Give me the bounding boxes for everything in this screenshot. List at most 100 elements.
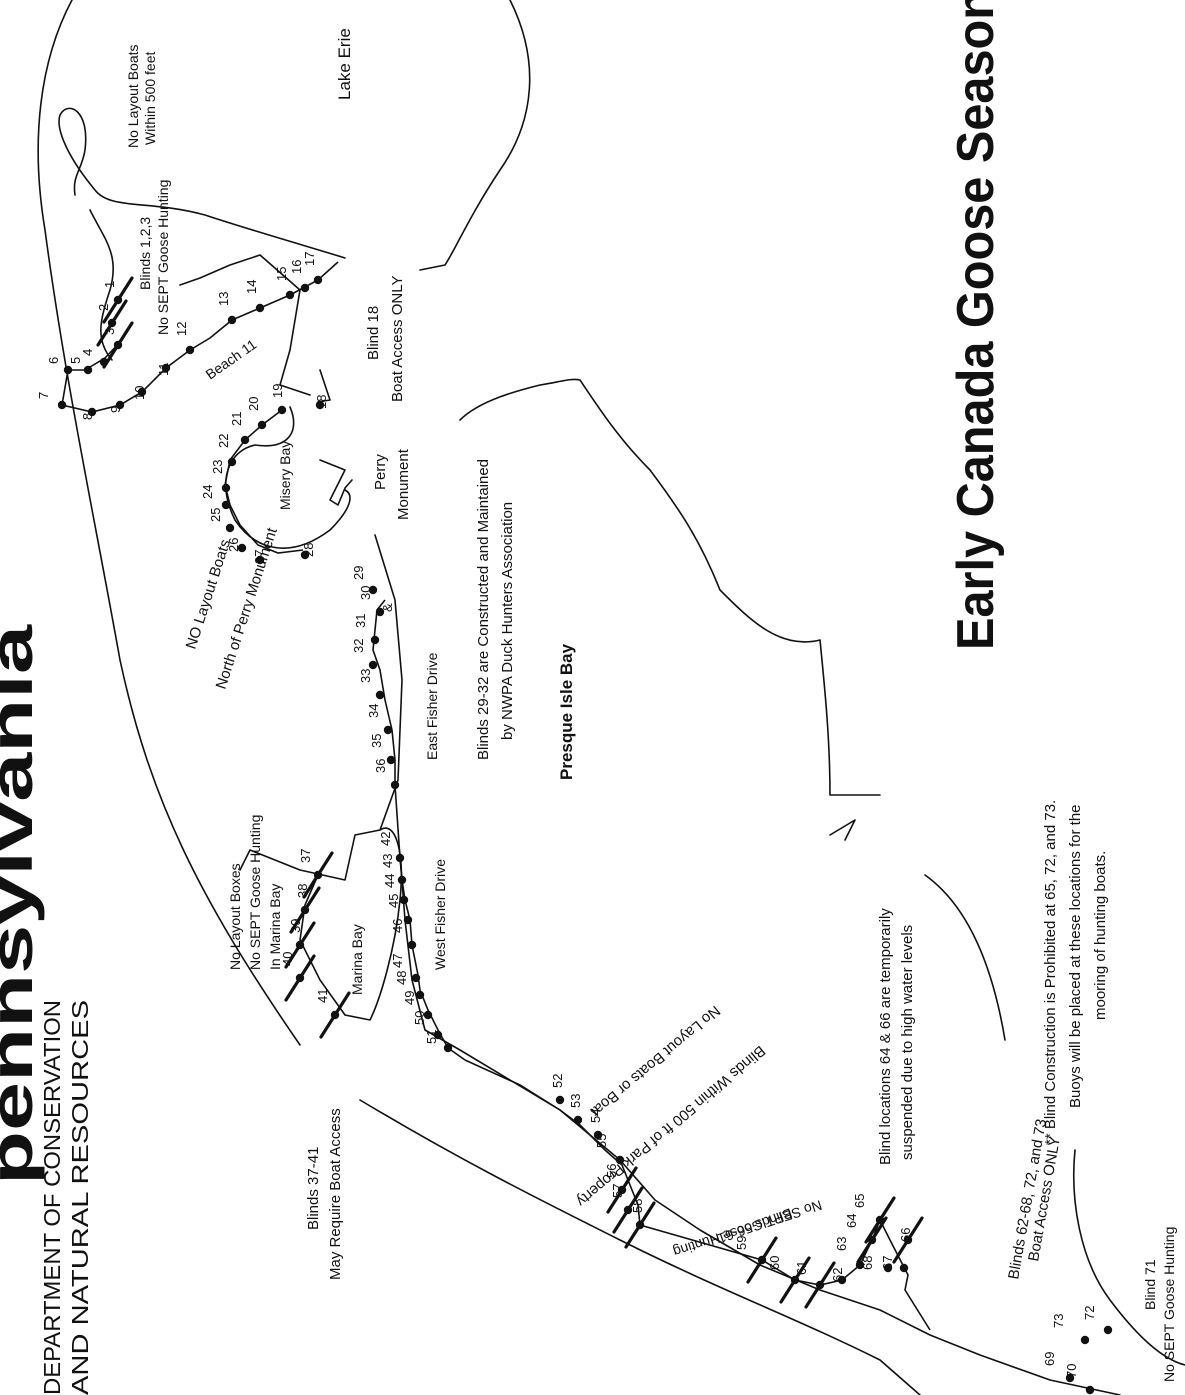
- blind-52-label: 52: [550, 1074, 565, 1088]
- peninsula-outer-shoreline: [37, 0, 301, 1046]
- blind-43-label: 43: [380, 854, 395, 868]
- map-notes: No Layout Boats Within 500 feet Blinds 1…: [125, 44, 1177, 1382]
- blind-1-label: 1: [102, 281, 117, 288]
- footnote-line-2: Buoys will be placed at these locations …: [1067, 804, 1084, 1108]
- blind-chains: [61, 261, 931, 1331]
- blind-8-marker: [87, 407, 97, 417]
- blind-2-label: 2: [96, 304, 111, 311]
- blind-21-marker: [240, 435, 250, 445]
- blind-29-label: 29: [351, 566, 366, 580]
- blind-50-marker: [433, 1030, 443, 1040]
- blind-12-marker: [185, 345, 195, 355]
- blind-26-marker: [237, 543, 247, 553]
- blind-54-label: 54: [588, 1109, 603, 1123]
- blind-45-label: 45: [386, 894, 401, 908]
- note-blinds-64-66-1: Blind locations 64 & 66 are temporarily: [877, 908, 894, 1165]
- blind-16-label: 16: [289, 260, 304, 274]
- blind-51-label: 51: [424, 1030, 439, 1044]
- blind-1-strike: [102, 276, 134, 324]
- blind-24-marker: [221, 500, 231, 510]
- dept-line-2: AND NATURAL RESOURCES: [67, 1000, 93, 1395]
- blind-33-marker: [375, 690, 385, 700]
- blind-28-marker: [300, 550, 310, 560]
- blind-51-marker: [443, 1043, 453, 1053]
- blind-57-strike: [612, 1186, 644, 1234]
- blind-14-label: 14: [244, 280, 259, 294]
- blind-5-marker: [83, 365, 93, 375]
- blind-17-label: 17: [302, 252, 317, 266]
- blind-26-label: 26: [226, 538, 241, 552]
- blind-4-label: 4: [80, 349, 95, 356]
- shorelines: [37, 0, 1185, 1395]
- marina-bay-label: Marina Bay: [349, 924, 365, 995]
- blind-46-marker: [407, 940, 417, 950]
- blind-48-marker: [415, 990, 425, 1000]
- blind-30-marker: [375, 607, 385, 617]
- perry-monument-label-1: Perry: [372, 454, 389, 490]
- blind-64-strike: [856, 1216, 888, 1264]
- blind-14-marker: [255, 303, 265, 313]
- blind-9-marker: [115, 400, 125, 410]
- blind-57-label: 57: [610, 1184, 625, 1198]
- blind-16-marker: [300, 283, 310, 293]
- map-title: Early Canada Goose Season: [947, 0, 1005, 650]
- blind-56-label: 56: [604, 1164, 619, 1178]
- blind-20-label: 20: [246, 397, 261, 411]
- blind-6-label: 6: [46, 357, 61, 364]
- blind-25-label: 25: [208, 508, 223, 522]
- blind-10-label: 10: [132, 386, 147, 400]
- blind-29-marker: [368, 585, 378, 595]
- blind-25-marker: [225, 523, 235, 533]
- blind-49-label: 49: [402, 991, 417, 1005]
- blind-60-strike: [779, 1256, 811, 1304]
- blind-34-marker: [383, 725, 393, 735]
- blind-28-label: 28: [301, 543, 316, 557]
- blind-33-label: 33: [358, 669, 373, 683]
- blind-27-label: 27: [252, 550, 267, 564]
- east-fisher-drive-label: East Fisher Drive: [424, 652, 440, 760]
- note-blinds-123-2: No SEPT Goose Hunting: [155, 180, 171, 335]
- footnote-line-3: mooring of hunting boats.: [1092, 851, 1109, 1020]
- blind-45-marker: [403, 915, 413, 925]
- blind-36-marker: [390, 780, 400, 790]
- west-fisher-drive-label: West Fisher Drive: [432, 859, 448, 970]
- note-blind-18-2: Boat Access ONLY: [389, 276, 406, 402]
- blind-69-marker: [1065, 1373, 1075, 1383]
- blind-59-label: 59: [734, 1236, 749, 1250]
- header: pennsylvania DEPARTMENT OF CONSERVATION …: [0, 624, 93, 1395]
- misery-bay-outer-shore: [179, 254, 311, 396]
- blind-55-marker: [615, 1155, 625, 1165]
- blind-69-label: 69: [1042, 1352, 1057, 1366]
- blind-24-label: 24: [200, 485, 215, 499]
- blind-60-label: 60: [767, 1256, 782, 1270]
- crossed-out-markers: [96, 276, 924, 1309]
- blind-73-marker: [1080, 1335, 1090, 1345]
- blind-20-marker: [257, 420, 267, 430]
- note-blind-71-2: No SEPT Goose Hunting: [1161, 1227, 1177, 1382]
- blind-15-marker: [285, 290, 295, 300]
- misery-bay-loop: [225, 406, 351, 549]
- blind-66-strike: [892, 1216, 924, 1264]
- blind-42-label: 42: [378, 832, 393, 846]
- bay-south-shore: [924, 874, 1006, 1041]
- blind-47-marker: [411, 973, 421, 983]
- blind-63-label: 63: [834, 1237, 849, 1251]
- blind-54-marker: [593, 1130, 603, 1140]
- blind-50-label: 50: [412, 1011, 427, 1025]
- blind-22-marker: [227, 457, 237, 467]
- note-marina-3: In Marina Bay: [267, 884, 283, 970]
- blind-19-label: 19: [270, 384, 285, 398]
- note-no-layout-500-1: No Layout Boats: [125, 44, 141, 148]
- blind-32-marker: [368, 660, 378, 670]
- blind-72-marker: [1103, 1325, 1113, 1335]
- blind-31-marker: [370, 635, 380, 645]
- blind-67-marker: [899, 1263, 909, 1273]
- mainland-shoreline: [359, 1099, 921, 1395]
- blind-2-strike: [96, 299, 128, 347]
- blind-68-marker: [883, 1263, 893, 1273]
- chain-marina-bay: [299, 874, 346, 1016]
- blind-41-strike: [319, 991, 351, 1039]
- misery-bay-label: Misery Bay: [277, 441, 293, 510]
- blind-12-label: 12: [174, 322, 189, 336]
